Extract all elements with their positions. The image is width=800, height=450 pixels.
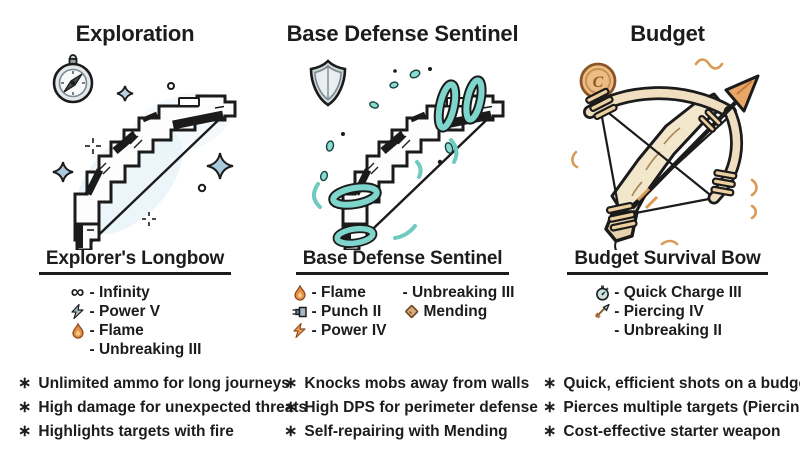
asterisk-bullet: ∗ (543, 399, 557, 416)
lightning-icon (69, 304, 87, 320)
column-base-defense: Base Defense Sentinel (270, 0, 538, 450)
column-title: Exploration (75, 21, 195, 46)
asterisk-bullet: ∗ (18, 423, 32, 440)
benefit-item: ∗ High damage for unexpected threats (18, 396, 307, 420)
coin-letter: C (593, 74, 604, 91)
flame-icon (291, 284, 309, 301)
enchantment-piercing: - Piercing IV (593, 302, 741, 321)
benefit-item: ∗ High DPS for perimeter defense (284, 396, 538, 420)
benefit-item: ∗ Self-repairing with Mending (284, 420, 538, 444)
enchantment-quick-charge: - Quick Charge III (593, 283, 742, 302)
asterisk-bullet: ∗ (284, 399, 298, 416)
benefit-list: ∗ Quick, efficient shots on a budget ∗ P… (543, 372, 800, 444)
enchantment-mending: Mending (402, 302, 514, 321)
punch-icon (291, 304, 309, 320)
budget-illustration: C (535, 48, 800, 250)
squiggle-icon (570, 58, 758, 246)
piercing-arrow-icon (593, 304, 611, 320)
infinity-icon: ∞ (70, 281, 85, 303)
fletching (636, 187, 658, 210)
flame-icon (69, 322, 87, 339)
asterisk-bullet: ∗ (18, 375, 32, 392)
enchantment-power: - Power V (69, 302, 202, 321)
column-title: Budget (630, 21, 705, 46)
benefit-item: ∗ Highlights targets with fire (18, 420, 307, 444)
column-budget: Budget C (535, 0, 800, 450)
enchantment-infinity: ∞ - Infinity (69, 283, 202, 302)
asterisk-bullet: ∗ (18, 399, 32, 416)
benefit-item: ∗ Knocks mobs away from walls (284, 372, 538, 396)
benefit-item: ∗ Unlimited ammo for long journeys (18, 372, 307, 396)
enchantment-unbreaking: - Unbreaking II (614, 321, 722, 339)
sentinel-bow (311, 67, 509, 250)
asterisk-bullet: ∗ (543, 375, 557, 392)
benefit-item: ∗ Pierces multiple targets (Piercing) (543, 396, 800, 420)
rope-wrap-icon (584, 87, 737, 232)
ink-dots-icon (340, 67, 442, 165)
column-title: Base Defense Sentinel (286, 21, 519, 46)
benefit-item: ∗ Cost-effective starter weapon (543, 420, 800, 444)
compass-icon (52, 54, 94, 104)
asterisk-bullet: ∗ (284, 375, 298, 392)
benefit-list: ∗ Knocks mobs away from walls ∗ High DPS… (284, 372, 538, 444)
enchantment-unbreaking: - Unbreaking III (89, 340, 202, 358)
plus-sparkle-icon (85, 138, 156, 226)
bow-name: Explorer's Longbow (38, 248, 232, 275)
enchantment-flame: - Flame (69, 321, 202, 340)
asterisk-bullet: ∗ (543, 423, 557, 440)
exploration-illustration (0, 48, 270, 246)
column-exploration: Exploration (0, 0, 307, 450)
benefit-list: ∗ Unlimited ammo for long journeys ∗ Hig… (18, 372, 307, 444)
asterisk-bullet: ∗ (284, 423, 298, 440)
bow-name: Budget Survival Bow (567, 248, 768, 275)
stopwatch-icon (593, 285, 611, 301)
enchantment-list: - Flame - Punch II (291, 283, 515, 363)
explorer-bow (52, 82, 241, 250)
splash-arcs-icon (311, 138, 458, 240)
enchantment-list: - Quick Charge III - Piercing IV - Unbre… (593, 283, 742, 363)
mending-icon (402, 304, 420, 320)
base-defense-illustration (270, 48, 535, 246)
benefit-item: ∗ Quick, efficient shots on a budget (543, 372, 800, 396)
splash-droplets-icon (319, 69, 453, 182)
energy-coil-icon (327, 75, 487, 248)
enchantment-power: - Power IV (291, 321, 386, 340)
enchantment-punch: - Punch II (291, 302, 387, 321)
bow-name: Base Defense Sentinel (295, 248, 510, 275)
shield-icon (309, 59, 347, 107)
sparkle-icon (52, 85, 234, 183)
lightning-icon (291, 323, 309, 339)
enchantment-unbreaking: - Unbreaking III (402, 283, 515, 301)
budget-bow (570, 58, 759, 250)
enchantment-list: ∞ - Infinity - Power V - Flame (69, 283, 202, 363)
enchantment-flame: - Flame (291, 283, 387, 302)
